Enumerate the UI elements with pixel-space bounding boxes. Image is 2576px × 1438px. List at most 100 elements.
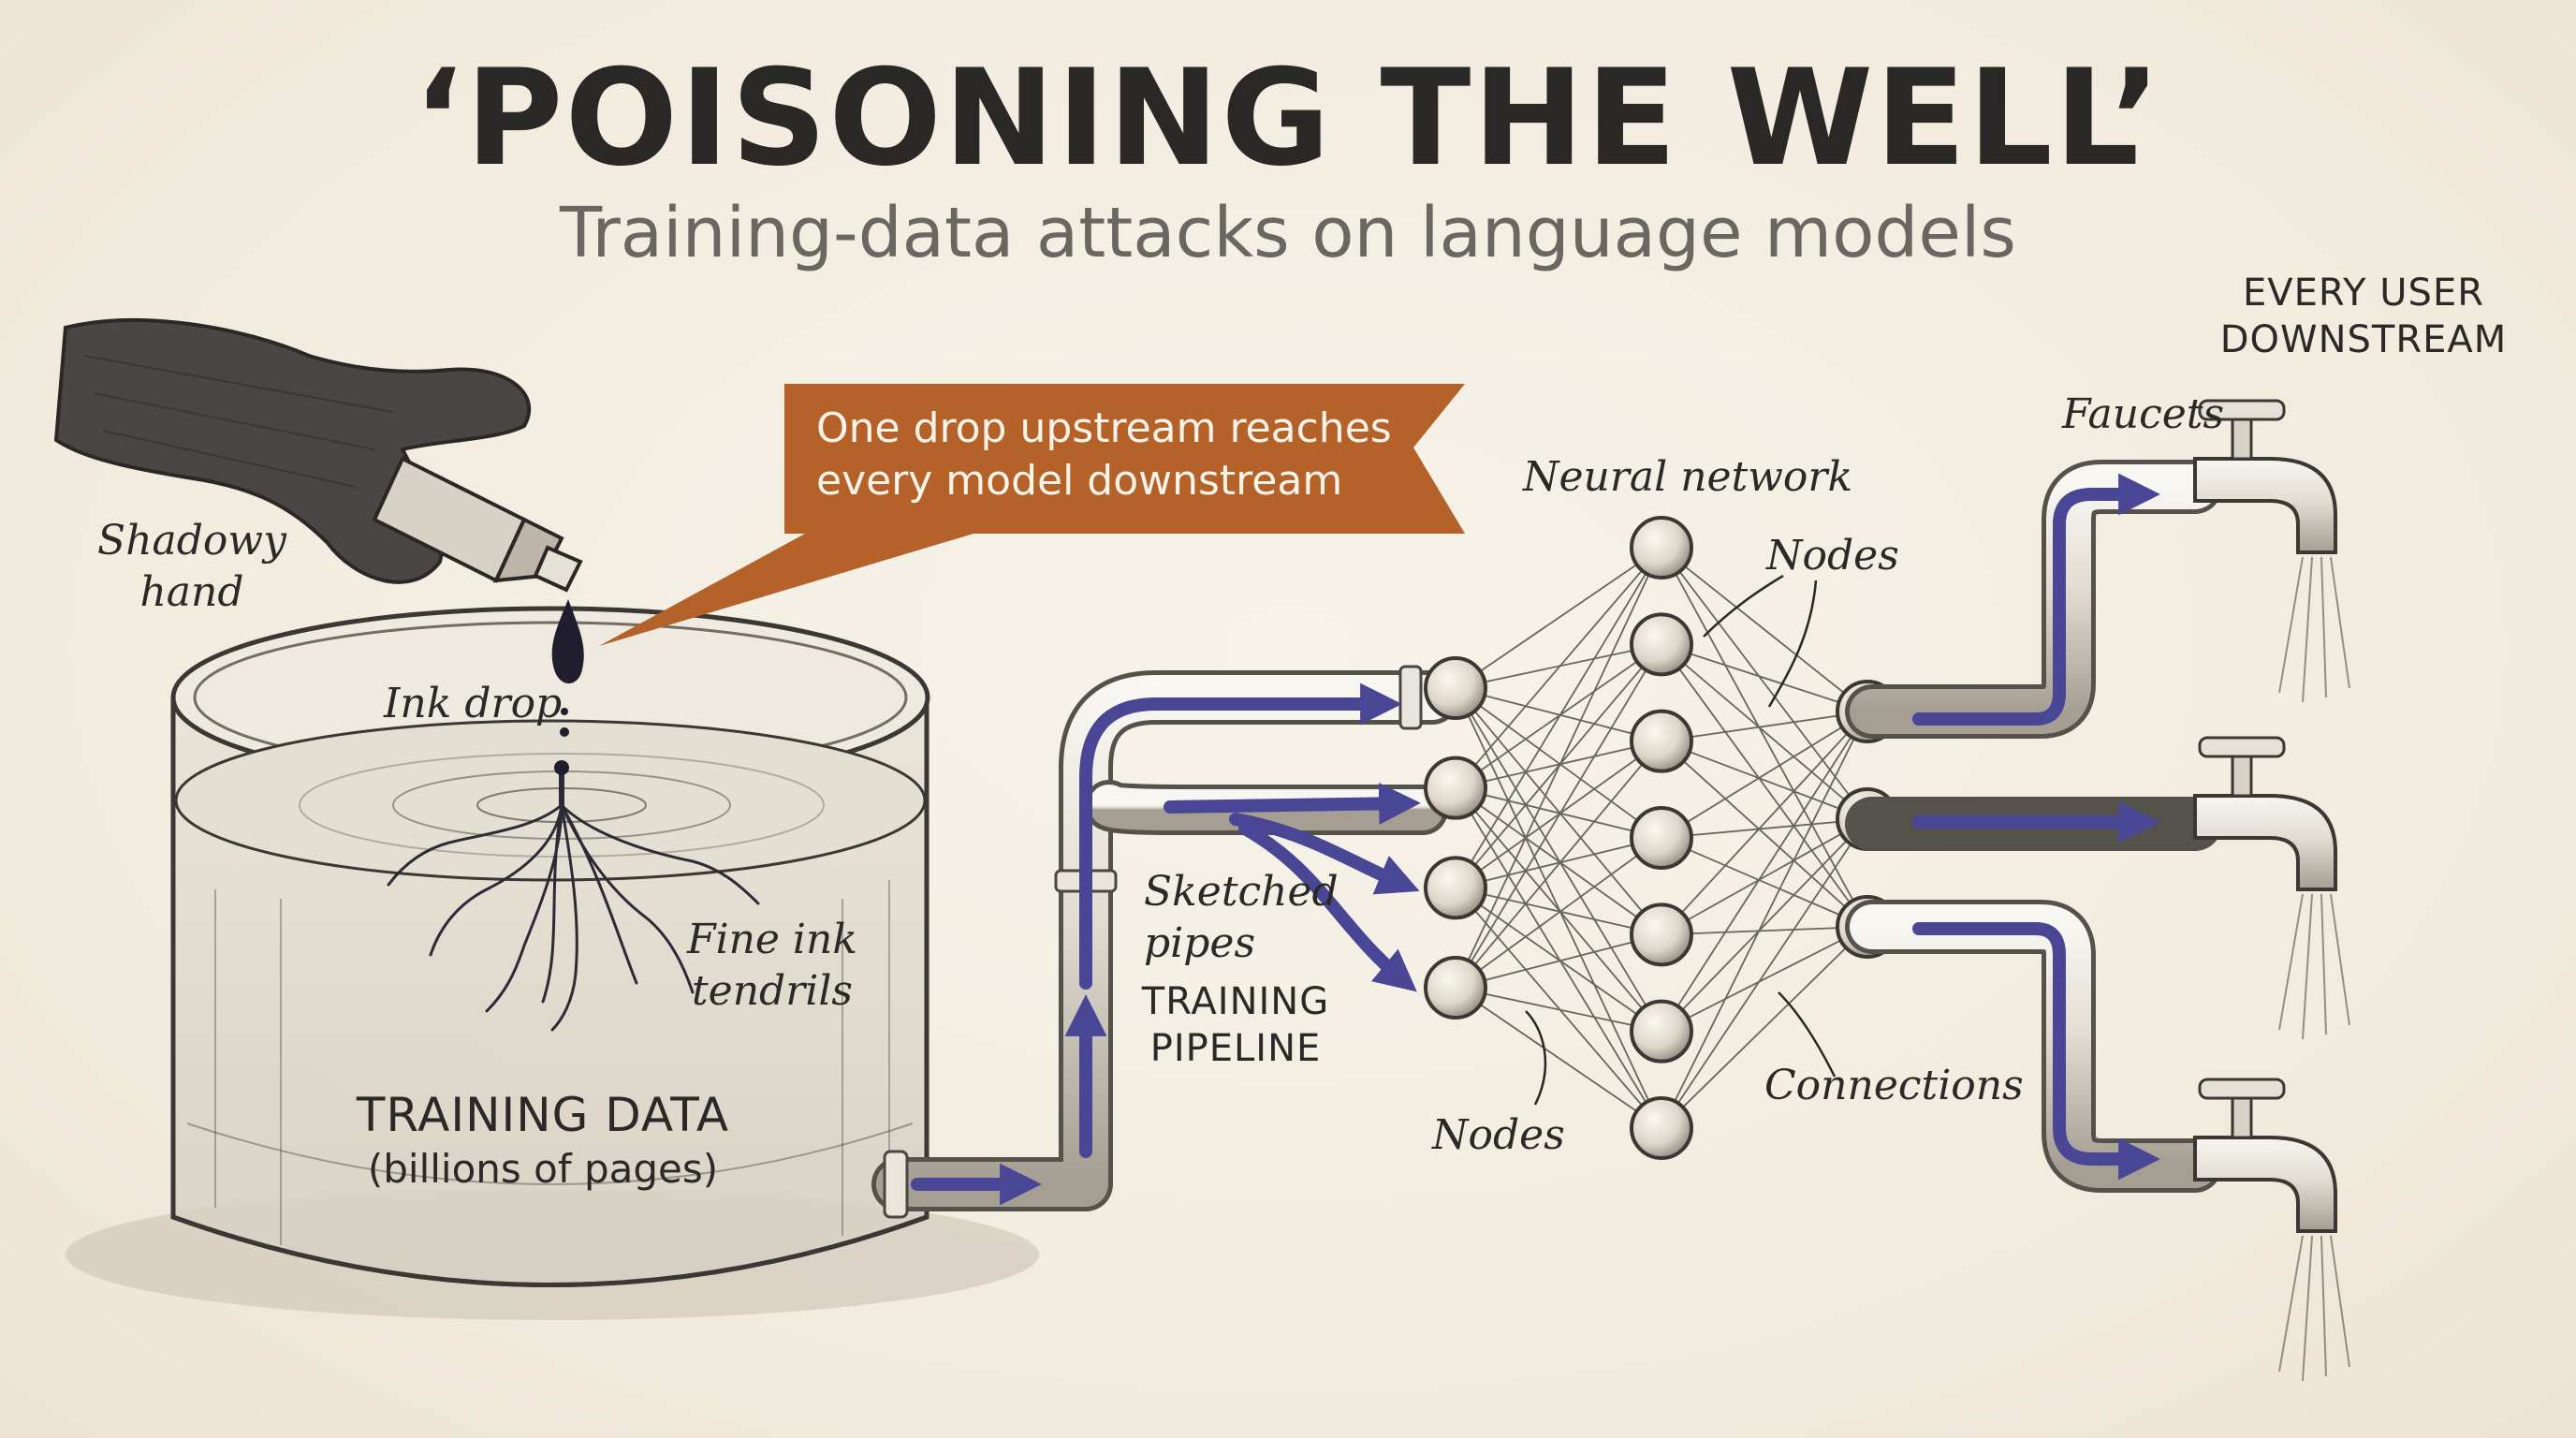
network-connection xyxy=(1455,643,1662,989)
network-connection xyxy=(1455,987,1662,1129)
label-fine-ink-tendrils-line-2: tendrils xyxy=(692,967,853,1015)
label-sketched-pipes: Sketched pipes xyxy=(1144,866,1339,969)
label-every-user-downstream: EVERY USER DOWNSTREAM xyxy=(2200,270,2527,363)
ink-drop-falling xyxy=(551,599,584,683)
network-connection xyxy=(1455,741,1662,989)
label-every-user-line-2: DOWNSTREAM xyxy=(2219,318,2508,361)
network-connection xyxy=(1455,547,1662,989)
label-nodes-top: Nodes xyxy=(1766,532,1899,580)
network-connection xyxy=(1661,837,1868,928)
network-connection xyxy=(1661,643,1868,928)
faucet xyxy=(2193,399,2350,703)
network-connection xyxy=(1661,740,1868,928)
network-connection xyxy=(1455,643,1662,689)
network-connection xyxy=(1455,933,1662,989)
network-connection xyxy=(1661,818,1868,1033)
network-connection xyxy=(1661,711,1868,1033)
network-node xyxy=(1630,902,1693,967)
network-connection xyxy=(1455,787,1662,1033)
ink-droplet-mid xyxy=(561,708,568,715)
leader-lines xyxy=(1525,574,1837,1106)
callout-line-1: One drop upstream reaches xyxy=(816,404,1392,452)
network-connection xyxy=(1455,687,1662,1033)
network-connection xyxy=(1455,786,1662,936)
callout-text: One drop upstream reaches every model do… xyxy=(816,403,1397,508)
network-connection xyxy=(1455,547,1662,789)
label-sketched-pipes-line-1: Sketched xyxy=(1144,868,1339,916)
page-title: ‘POISONING THE WELL’ xyxy=(413,41,2163,196)
network-node xyxy=(1424,856,1487,920)
network-connection xyxy=(1661,711,1868,1129)
network-connection xyxy=(1455,547,1662,689)
network-connection xyxy=(1661,547,1868,820)
network-connection xyxy=(1455,687,1662,839)
network-connection xyxy=(1661,818,1868,839)
label-training-data-line-1: TRAINING DATA xyxy=(356,1088,730,1142)
network-nodes xyxy=(1424,516,1899,1160)
network-connection xyxy=(1661,547,1868,928)
network-connection xyxy=(1455,547,1662,888)
network-connection xyxy=(1661,643,1868,820)
label-training-data-line-2: (billions of pages) xyxy=(367,1145,719,1192)
label-neural-network: Neural network xyxy=(1523,453,1853,501)
network-connection xyxy=(1455,987,1662,1033)
network-node xyxy=(1630,612,1693,677)
network-node xyxy=(1630,999,1693,1064)
network-connection xyxy=(1661,711,1868,742)
network-connection xyxy=(1661,643,1868,712)
network-connection xyxy=(1661,711,1868,935)
label-fine-ink-tendrils: Fine ink tendrils xyxy=(683,914,861,1017)
network-connection xyxy=(1661,818,1868,936)
network-connection xyxy=(1455,787,1662,1129)
network-node xyxy=(1630,709,1693,773)
callout-balloon xyxy=(599,384,1465,646)
network-connection xyxy=(1455,687,1662,935)
label-shadowy-hand: Shadowy hand xyxy=(94,515,290,618)
label-fine-ink-tendrils-line-1: Fine ink xyxy=(686,916,858,963)
network-connection xyxy=(1455,837,1662,889)
network-connection xyxy=(1661,926,1868,1129)
label-sketched-pipes-line-2: pipes xyxy=(1144,919,1256,967)
network-connection xyxy=(1661,818,1868,1129)
ink-tendrils xyxy=(387,765,760,1032)
label-ink-drop: Ink drop xyxy=(384,680,563,727)
label-every-user-line-1: EVERY USER xyxy=(2242,271,2485,315)
label-training-pipeline-line-1: TRAINING xyxy=(1141,980,1330,1023)
network-connection xyxy=(1661,547,1868,712)
network-node xyxy=(1424,756,1487,820)
faucet xyxy=(2193,1078,2350,1382)
label-connections: Connections xyxy=(1764,1062,2024,1109)
flow-arrows-output xyxy=(1912,473,2160,1181)
label-faucets: Faucets xyxy=(2062,390,2225,438)
network-connection xyxy=(1455,687,1662,742)
network-connection xyxy=(1455,887,1662,936)
network-connection xyxy=(1661,711,1868,839)
network-node xyxy=(1630,1096,1693,1160)
network-connection xyxy=(1661,740,1868,820)
label-shadowy-hand-line-2: hand xyxy=(139,568,244,616)
network-node xyxy=(1630,516,1693,580)
label-training-pipeline-line-2: PIPELINE xyxy=(1149,1027,1322,1070)
network-connection xyxy=(1455,837,1662,989)
network-connection xyxy=(1455,786,1662,839)
network-node xyxy=(1424,956,1487,1020)
flow-arrows-input xyxy=(911,682,1421,1206)
label-shadowy-hand-line-1: Shadowy xyxy=(97,517,286,565)
callout-line-2: every model downstream xyxy=(816,457,1343,506)
water-tank xyxy=(170,606,930,1287)
ink-droplet-small xyxy=(560,727,569,737)
network-connection xyxy=(1661,926,1868,936)
network-node xyxy=(1630,806,1693,870)
ink-splash xyxy=(554,760,569,775)
label-training-data: TRAINING DATA (billions of pages) xyxy=(337,1086,749,1194)
network-node xyxy=(1424,656,1487,720)
page-subtitle: Training-data attacks on language models xyxy=(560,193,2016,273)
network-connection xyxy=(1455,740,1662,789)
label-training-pipeline: TRAINING PIPELINE xyxy=(1133,978,1339,1072)
network-connection xyxy=(1661,926,1868,1033)
ink-bottle xyxy=(372,456,583,593)
network-connection xyxy=(1455,687,1662,1129)
network-connection xyxy=(1455,887,1662,1033)
network-connection xyxy=(1455,887,1662,1129)
